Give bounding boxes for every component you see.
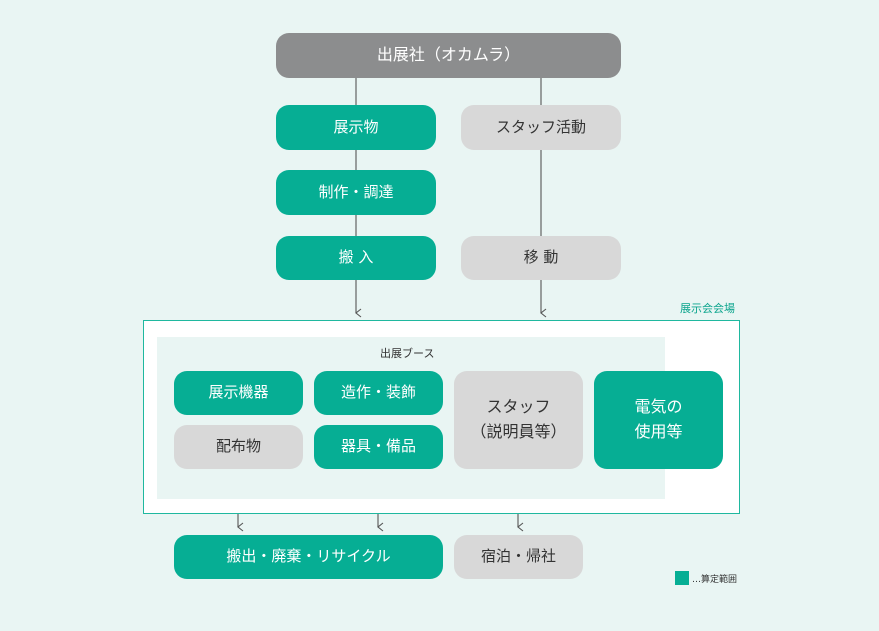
handouts-node: 配布物 <box>174 425 303 469</box>
travel-node: 移 動 <box>461 236 621 280</box>
legend-label: …算定範囲 <box>692 575 738 585</box>
electricity-node: 電気の 使用等 <box>594 371 723 469</box>
furniture-node: 器具・備品 <box>314 425 443 469</box>
staff-node: スタッフ （説明員等） <box>454 371 583 469</box>
display-equipment-node: 展示機器 <box>174 371 303 415</box>
lodging-node: 宿泊・帰社 <box>454 535 583 579</box>
booth-label: 出展ブース <box>380 347 435 360</box>
exhibits-node: 展示物 <box>276 105 436 150</box>
legend-swatch <box>675 571 689 585</box>
staff-activity-node: スタッフ活動 <box>461 105 621 150</box>
carry-out-node: 搬出・廃棄・リサイクル <box>174 535 443 579</box>
carry-in-node: 搬 入 <box>276 236 436 280</box>
exhibitor-node: 出展社（オカムラ） <box>276 33 621 78</box>
construction-node: 造作・装飾 <box>314 371 443 415</box>
booth-area <box>157 337 665 499</box>
venue-label: 展示会会場 <box>680 302 735 315</box>
production-node: 制作・調達 <box>276 170 436 215</box>
